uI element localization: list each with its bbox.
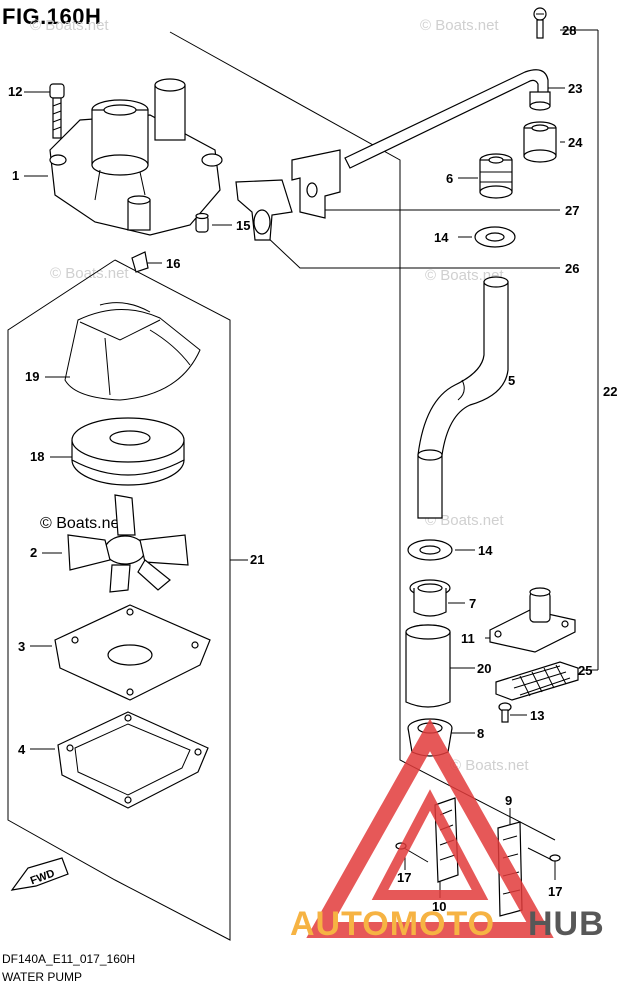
part-3-plate bbox=[54, 604, 211, 701]
callout-14-lower: 14 bbox=[478, 543, 493, 558]
callout-4: 4 bbox=[18, 742, 26, 757]
callout-2: 2 bbox=[30, 545, 37, 560]
callout-13: 13 bbox=[530, 708, 544, 723]
callout-25: 25 bbox=[578, 663, 592, 678]
callout-3: 3 bbox=[18, 639, 25, 654]
part-12-bolt bbox=[49, 83, 65, 139]
part-27-clamp-bracket bbox=[291, 149, 341, 219]
callout-5: 5 bbox=[508, 373, 515, 388]
part-5-hose bbox=[417, 276, 509, 519]
group-outline-21 bbox=[7, 259, 231, 941]
part-28-screw bbox=[533, 7, 547, 39]
callout-11: 11 bbox=[461, 631, 475, 646]
part-15-dowel-pin bbox=[195, 212, 209, 233]
group-outline-main bbox=[169, 31, 556, 841]
callout-21: 21 bbox=[250, 552, 264, 567]
callout-26: 26 bbox=[565, 261, 579, 276]
part-23-water-tube bbox=[344, 69, 551, 169]
part-4-gasket bbox=[57, 711, 209, 809]
callout-17-right: 17 bbox=[548, 884, 562, 899]
watermark: © Boats.net bbox=[425, 512, 504, 529]
automotohub-logo: AUTOMOTO HUB bbox=[290, 718, 605, 943]
part-25-water-screen bbox=[495, 661, 579, 701]
watermark: © Boats.net bbox=[420, 17, 499, 34]
callout-9: 9 bbox=[505, 793, 512, 808]
callout-24: 24 bbox=[568, 135, 583, 150]
part-13-screw bbox=[498, 702, 512, 723]
callout-27: 27 bbox=[565, 203, 579, 218]
callout-19: 19 bbox=[25, 369, 39, 384]
part-18-insert bbox=[71, 417, 185, 486]
part-24-grommet bbox=[523, 121, 557, 163]
callout-18: 18 bbox=[30, 449, 44, 464]
callout-15: 15 bbox=[236, 218, 250, 233]
leader-line-26 bbox=[264, 234, 560, 269]
watermark: © Boats.net bbox=[30, 17, 109, 34]
part-6-grommet bbox=[479, 153, 513, 199]
callout-1: 1 bbox=[12, 168, 19, 183]
part-14-washer-lower bbox=[407, 539, 453, 561]
part-16-key bbox=[131, 251, 149, 273]
callout-8: 8 bbox=[477, 726, 484, 741]
callout-12: 12 bbox=[8, 84, 22, 99]
logo-text-dark: HUB bbox=[528, 905, 605, 943]
callout-17-left: 17 bbox=[397, 870, 411, 885]
part-20-sleeve bbox=[405, 624, 451, 708]
part-26-clamp bbox=[235, 179, 293, 241]
diagram-name: WATER PUMP bbox=[2, 970, 82, 984]
part-1-pump-case bbox=[49, 78, 223, 236]
part-11-holder bbox=[489, 587, 576, 653]
part-17-screw-right bbox=[527, 847, 561, 862]
callout-10: 10 bbox=[432, 899, 446, 914]
watermark: © Boats.net bbox=[50, 265, 129, 282]
part-7-bushing bbox=[409, 579, 451, 617]
figure-title: FIG.160H bbox=[2, 4, 102, 29]
callout-22: 22 bbox=[603, 384, 617, 399]
logo-text-orange: AUTOMOTO bbox=[290, 905, 495, 943]
callout-20: 20 bbox=[477, 661, 491, 676]
diagram-code: DF140A_E11_017_160H bbox=[2, 952, 136, 966]
callout-14-upper: 14 bbox=[434, 230, 449, 245]
part-2-impeller bbox=[67, 494, 189, 593]
part-14-washer-upper bbox=[474, 226, 516, 248]
watermark: © Boats.net bbox=[450, 757, 529, 774]
watermark-dark: © Boats.net bbox=[40, 515, 124, 532]
callout-7: 7 bbox=[469, 596, 476, 611]
callout-28: 28 bbox=[562, 23, 576, 38]
part-19-liner bbox=[64, 302, 201, 401]
callout-23: 23 bbox=[568, 81, 582, 96]
forward-direction-arrow: FWD bbox=[10, 857, 69, 891]
callout-6: 6 bbox=[446, 171, 453, 186]
callout-16: 16 bbox=[166, 256, 180, 271]
